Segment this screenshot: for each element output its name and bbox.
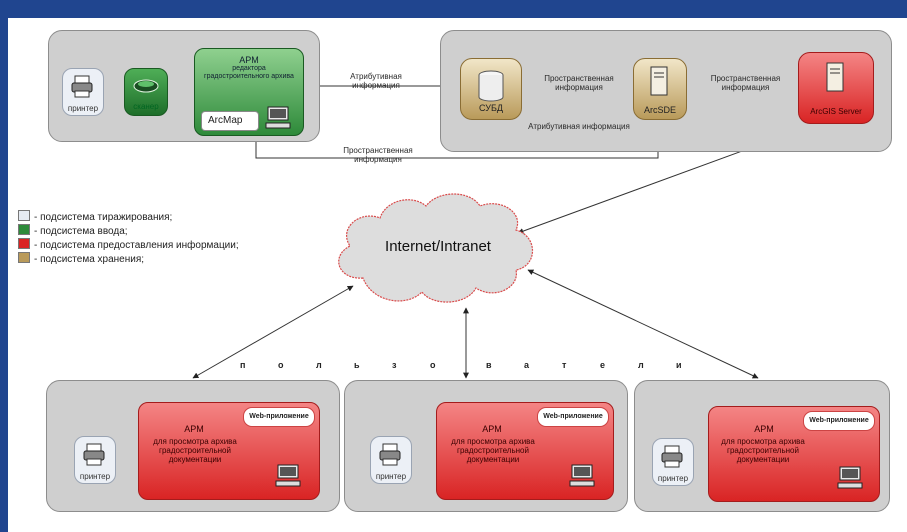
legend: - подсистема тиражирования; - подсистема… [8,210,338,270]
arcgis-server-box: ArcGIS Server [798,52,874,124]
viewer-arm-title: АРМ [754,424,774,434]
legend-label: - подсистема тиражирования; [34,212,173,223]
internet-cloud-shape [338,193,533,303]
legend-swatch [18,210,30,221]
attr-info-label-top: Атрибутивная информация [350,72,402,90]
scanner-device: сканер [124,68,168,116]
spatial-info-label-1: Пространственная информация [544,74,614,92]
arcmap-label: ArcMap [208,115,243,126]
scanner-icon [133,79,159,93]
viewer-arm-title: АРМ [482,424,502,434]
left-frame-bar [0,18,8,532]
printer-device: принтер [62,68,104,116]
viewer-arm-box: АРМ для просмотра архива градостроительн… [436,402,614,500]
legend-swatch [18,224,30,235]
editor-arm-box: АРМ редактора градостроительного архива … [194,48,304,136]
dbms-box: СУБД [460,58,522,120]
printer-icon [71,75,93,98]
server-icon [826,62,844,92]
printer-device: принтер [652,438,694,486]
diagram-canvas: принтер сканер АРМ редактора градостроит… [8,18,907,532]
printer-label: принтер [67,104,99,113]
arcsde-box: ArcSDE [633,58,687,120]
users-letter: з [392,360,397,370]
users-letter: е [600,360,606,370]
legend-item: - подсистема ввода; [18,224,128,237]
computer-icon [275,464,301,487]
users-letter: т [562,360,567,370]
printer-device: принтер [74,436,116,484]
legend-item: - подсистема хранения; [18,252,145,265]
users-letter: л [316,360,322,370]
printer-label: принтер [79,472,111,481]
printer-label: принтер [375,472,407,481]
spatial-info-label-2: Пространственная информация [710,74,781,92]
viewer-arm-box: АРМ для просмотра архива градостроительн… [708,406,880,502]
legend-label: - подсистема предоставления информации; [34,240,239,251]
viewer-arm-subtitle: для просмотра архива градостроительной д… [721,437,805,464]
users-letter: о [430,360,436,370]
editor-arm-subtitle: редактора градостроительного архива [204,65,294,80]
arrow-cloud-right [527,269,759,379]
viewer-arm-subtitle: для просмотра архива градостроительной д… [451,437,535,464]
printer-icon [379,443,401,466]
cloud-label: Internet/Intranet [385,238,491,255]
legend-swatch [18,238,30,249]
printer-label: принтер [657,474,689,483]
computer-icon [837,466,863,489]
arcmap-pill: ArcMap [201,111,259,131]
legend-item: - подсистема тиражирования; [18,210,173,223]
attr-info-label-bottom: Атрибутивная информация [528,122,630,131]
users-letter: а [524,360,530,370]
web-app-pill: Web-приложение [243,407,315,427]
dbms-label: СУБД [479,103,503,113]
arcsde-label: ArcSDE [643,105,676,115]
database-icon [478,70,504,102]
printer-device: принтер [370,436,412,484]
top-frame-bar [0,0,907,18]
legend-label: - подсистема хранения; [34,254,145,265]
legend-swatch [18,252,30,263]
arcgis-server-label: ArcGIS Server [810,107,862,116]
web-app-pill: Web-приложение [803,411,875,431]
printer-icon [661,445,683,468]
spatial-info-label-bottom: Пространственная информация [343,146,413,164]
users-letter: в [486,360,492,370]
users-letter: п [240,360,246,370]
editor-arm-title: АРМ [239,55,259,65]
viewer-arm-subtitle: для просмотра архива градостроительной д… [153,437,237,464]
web-app-pill: Web-приложение [537,407,609,427]
arrow-cloud-left [192,285,354,379]
users-letter: ь [354,360,360,370]
legend-item: - подсистема предоставления информации; [18,238,239,251]
computer-icon [569,464,595,487]
scanner-label: сканер [133,102,159,111]
users-letter: л [638,360,644,370]
printer-icon [83,443,105,466]
users-letter: о [278,360,284,370]
viewer-arm-title: АРМ [184,424,204,434]
computer-icon [265,106,291,129]
users-letter: и [676,360,682,370]
legend-label: - подсистема ввода; [34,226,128,237]
viewer-arm-box: АРМ для просмотра архива градостроительн… [138,402,320,500]
server-icon [650,66,668,96]
